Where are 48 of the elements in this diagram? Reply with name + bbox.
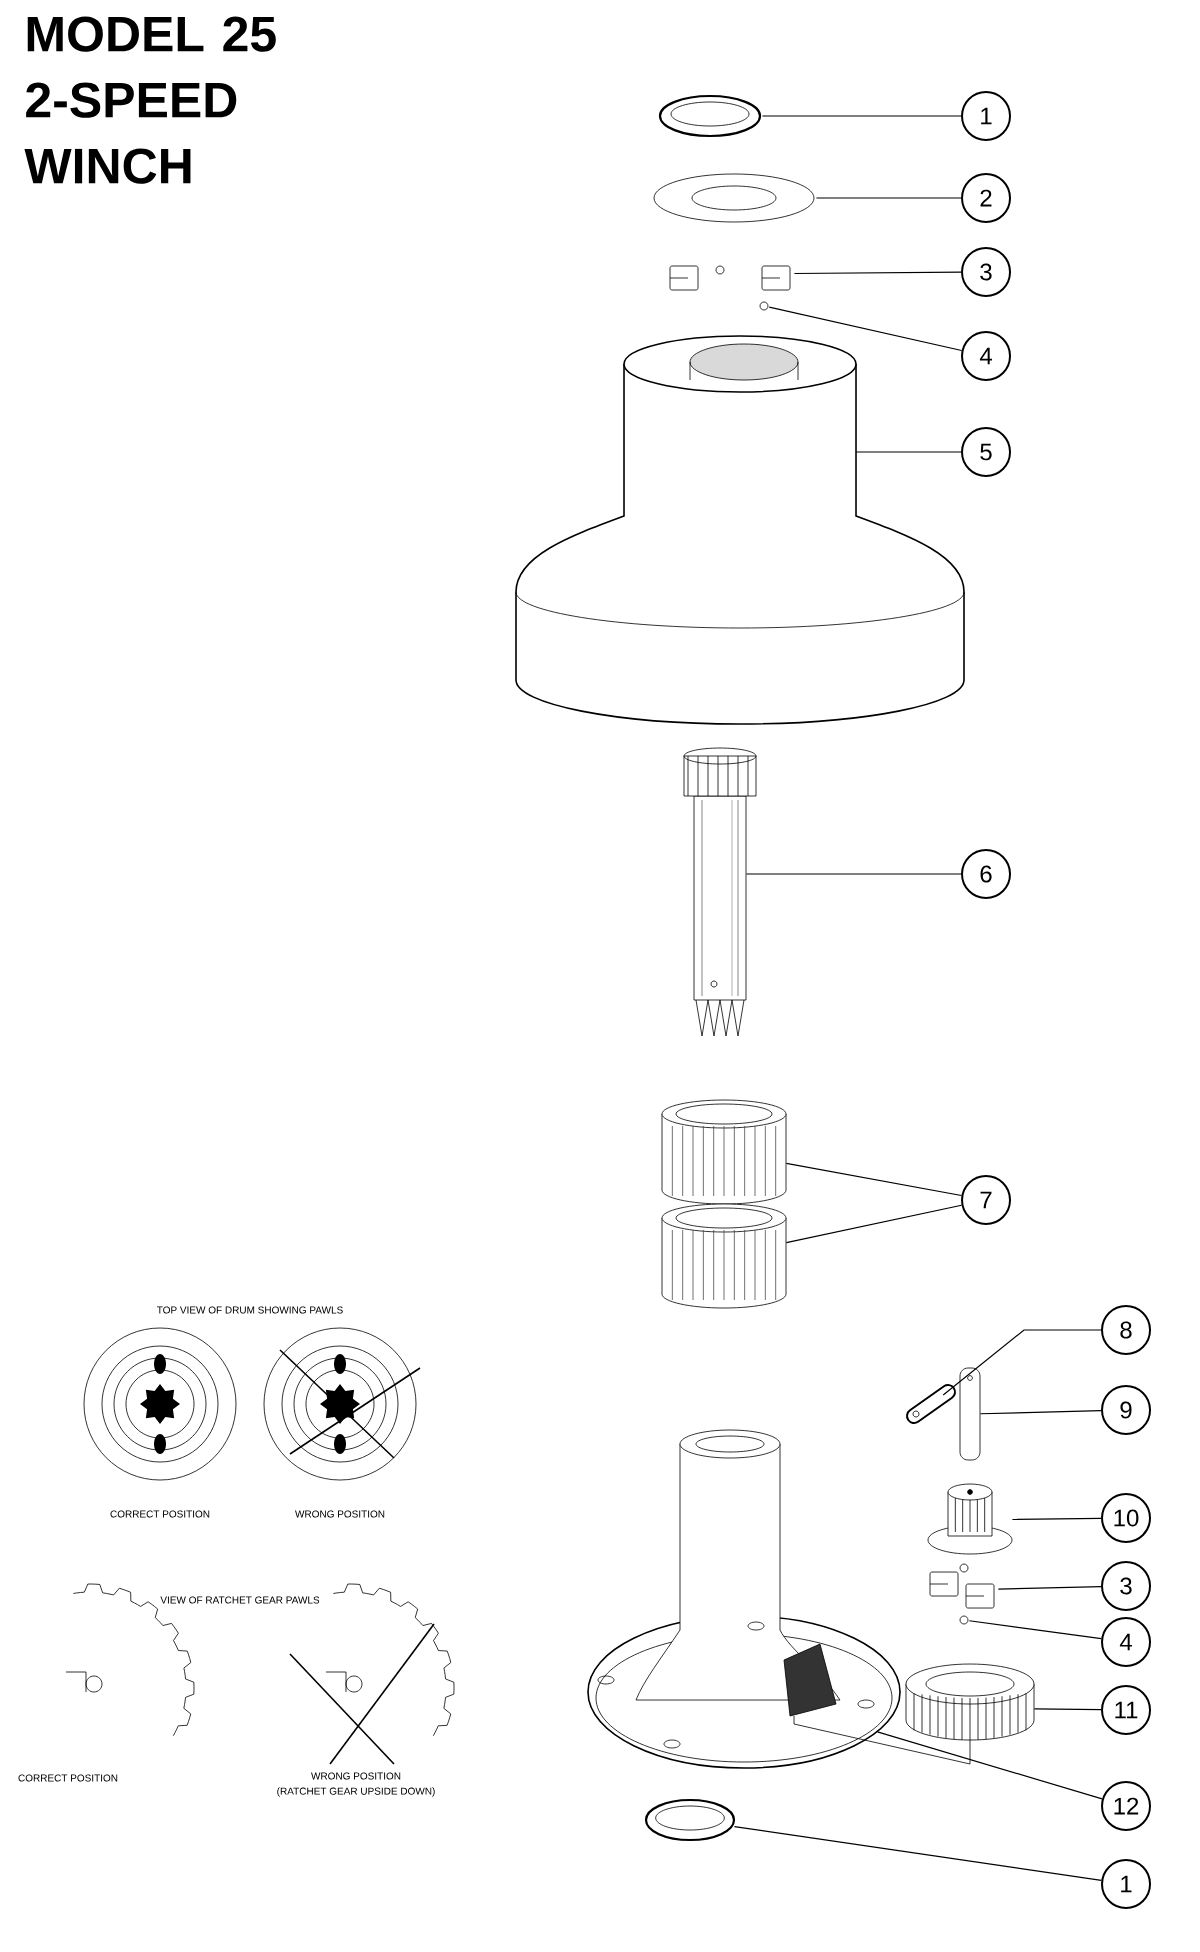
callout-number: 4 — [1101, 1617, 1151, 1667]
bearing-drawing — [661, 1203, 787, 1309]
bearing-drawing — [661, 1099, 787, 1205]
leader-line — [793, 271, 962, 275]
leader-line — [997, 1586, 1102, 1590]
leader-line — [979, 1410, 1102, 1415]
callout-number: 1 — [1101, 1859, 1151, 1909]
spring-drawing — [959, 1615, 969, 1625]
callout-number: 12 — [1101, 1781, 1151, 1831]
spring-drawing — [759, 301, 769, 311]
leader-line — [876, 1731, 1103, 1800]
leader-line — [785, 1162, 962, 1197]
leader-line — [815, 197, 962, 199]
ring-drawing — [644, 1798, 736, 1842]
ratchet-gear-drawing — [905, 1663, 1035, 1741]
washer-drawing — [653, 173, 815, 223]
leader-line — [1033, 1708, 1102, 1711]
pinion-drawing — [927, 1483, 1013, 1555]
leader-line — [1011, 1517, 1102, 1521]
drum-drawing — [515, 335, 965, 725]
callout-number: 3 — [961, 247, 1011, 297]
pin-drawing — [906, 1384, 956, 1424]
callout-number: 8 — [1101, 1305, 1151, 1355]
pin-drawing — [959, 1367, 981, 1461]
leader-line — [745, 873, 962, 875]
main-shaft-drawing — [683, 747, 757, 1037]
callout-number: 1 — [961, 91, 1011, 141]
leader-line — [855, 451, 962, 453]
callout-number: 4 — [961, 331, 1011, 381]
leader-line — [733, 1825, 1102, 1881]
callout-number: 7 — [961, 1175, 1011, 1225]
pawl-drawing — [929, 1563, 995, 1609]
callout-number: 3 — [1101, 1561, 1151, 1611]
leader-line — [942, 1329, 1102, 1396]
pawl-drawing — [669, 265, 791, 291]
callout-number: 9 — [1101, 1385, 1151, 1435]
title: MODEL 25 2-SPEED WINCH — [24, 16, 276, 184]
leader-line — [761, 115, 962, 117]
leader-line — [785, 1204, 963, 1244]
callout-number: 10 — [1101, 1493, 1151, 1543]
leader-line — [768, 306, 963, 352]
leader-line — [968, 1620, 1102, 1640]
ring-drawing — [658, 94, 762, 138]
callout-number: 11 — [1101, 1685, 1151, 1735]
callout-number: 5 — [961, 427, 1011, 477]
callout-number: 6 — [961, 849, 1011, 899]
base-drawing — [587, 1429, 901, 1769]
callout-number: 2 — [961, 173, 1011, 223]
